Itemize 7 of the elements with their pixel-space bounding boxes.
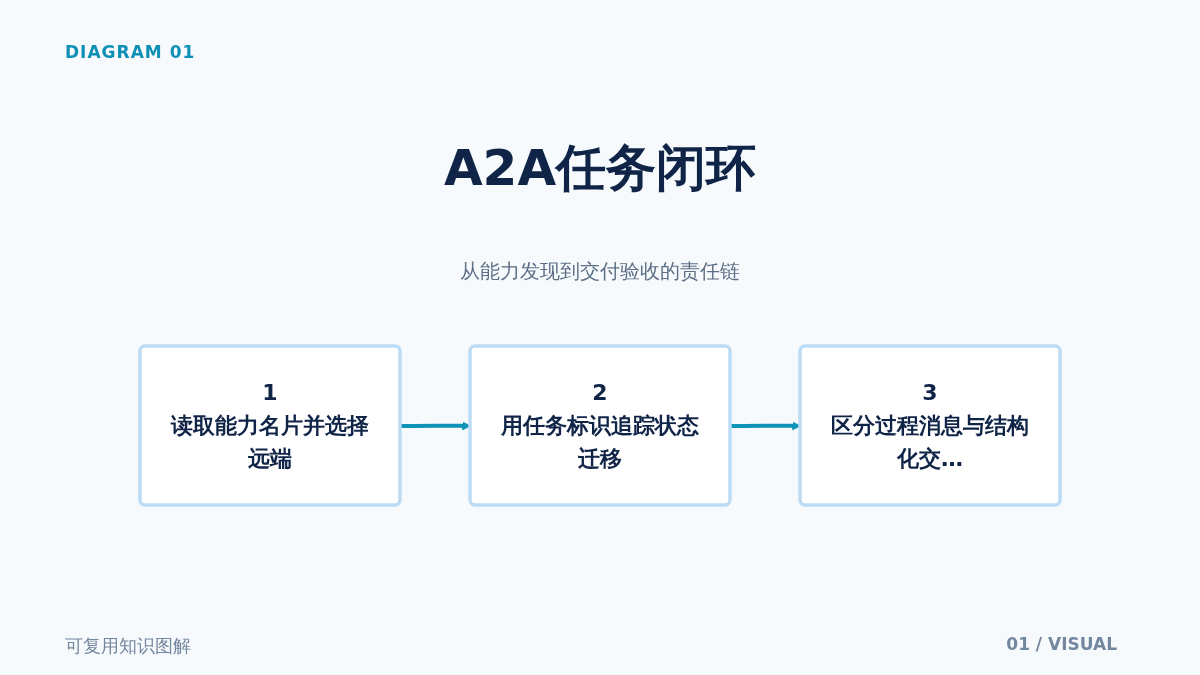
arrow [400,421,471,430]
title: A2A任务闭环 [442,138,758,199]
page-marker: 01 / VISUAL [1006,634,1117,654]
subtitle: 从能力发现到交付验收的责任链 [459,258,741,285]
diagram-number: DIAGRAM 01 [65,42,196,62]
arrow [730,421,801,430]
footer-text: 可复用知识图解 [65,634,191,658]
